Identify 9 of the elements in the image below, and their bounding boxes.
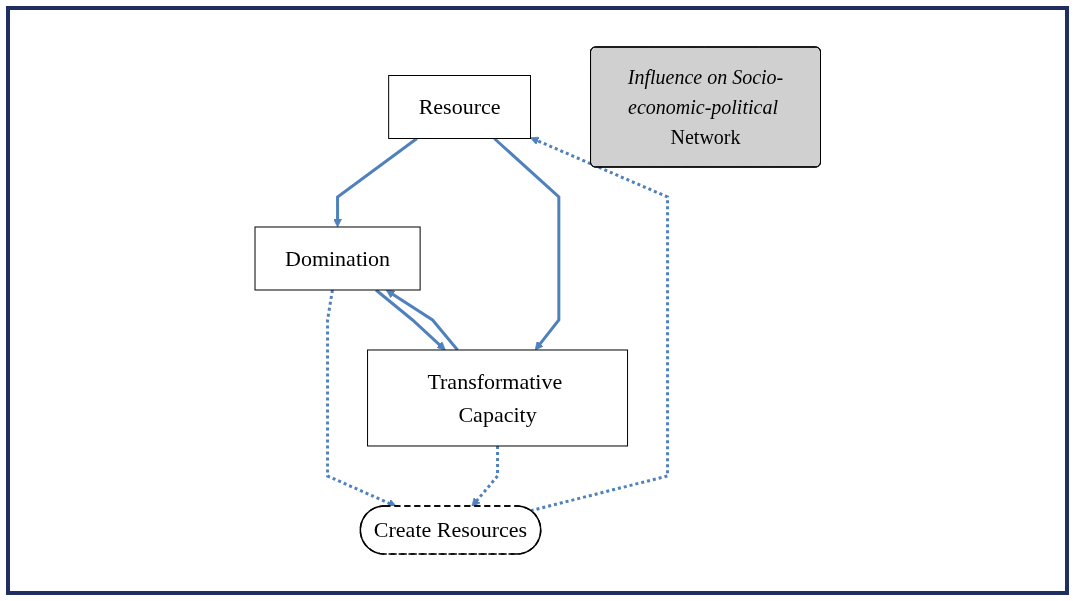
arrow xyxy=(385,289,459,351)
arrow xyxy=(529,136,669,513)
node-box: Resource xyxy=(387,75,531,139)
node-box: Transformative Capacity xyxy=(366,349,628,447)
arrow xyxy=(374,288,446,351)
node-box: Domination xyxy=(254,226,421,291)
arrow xyxy=(471,446,499,507)
arrow xyxy=(493,137,561,351)
arrow xyxy=(332,137,418,228)
